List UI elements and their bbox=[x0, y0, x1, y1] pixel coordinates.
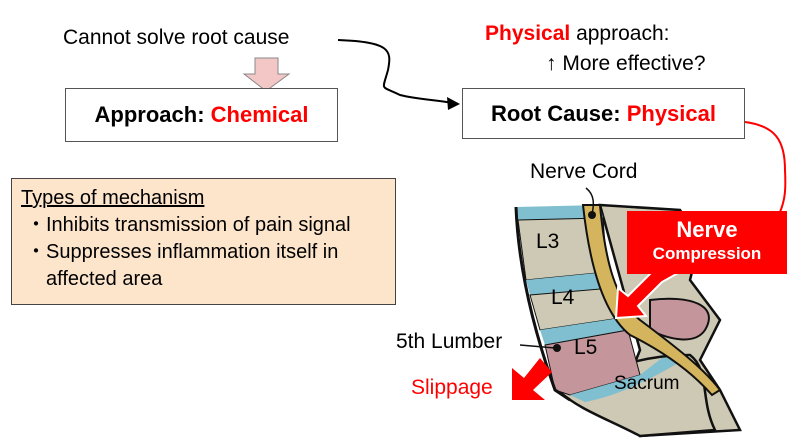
root-cause-label: Root Cause: bbox=[491, 100, 621, 126]
physical-highlight: Physical bbox=[485, 22, 571, 45]
disc-l5-s1 bbox=[570, 356, 690, 402]
fifth-lumbar-label: 5th Lumber bbox=[396, 330, 503, 353]
compression-arrow-icon bbox=[614, 271, 684, 320]
physical-approach-note: Physical approach: bbox=[485, 22, 669, 46]
approach-value: Chemical bbox=[210, 102, 309, 127]
mechanism-item-continuation: affected area bbox=[46, 268, 163, 290]
vertebra-label-l3: L3 bbox=[536, 230, 560, 253]
mechanism-item: ・Suppresses inflammation itself in bbox=[26, 241, 339, 263]
more-effective-note: ↑ More effective? bbox=[546, 52, 706, 75]
down-arrow-icon bbox=[242, 57, 291, 92]
mechanism-box: Types of mechanism ・Inhibits transmissio… bbox=[11, 178, 396, 305]
disc-l4-l5 bbox=[540, 318, 628, 345]
approach-label: Approach: bbox=[94, 102, 205, 127]
mechanism-title: Types of mechanism bbox=[21, 187, 205, 209]
lumbar-leader bbox=[519, 344, 556, 349]
slippage-label: Slippage bbox=[411, 376, 493, 399]
vertebra-label-l4: L4 bbox=[551, 286, 575, 309]
nerve-cord-label: Nerve Cord bbox=[530, 160, 638, 183]
root-cause-box: Root Cause: Physical bbox=[462, 88, 745, 139]
connector-arrow bbox=[337, 39, 459, 105]
physical-approach-rest: approach: bbox=[570, 22, 670, 45]
approach-box: Approach: Chemical bbox=[65, 88, 338, 142]
vertebra-label-l5: L5 bbox=[574, 336, 598, 359]
disc-l3-l4 bbox=[526, 272, 612, 295]
sacrum-label: Sacrum bbox=[614, 373, 680, 394]
nerve-cord-dot bbox=[588, 211, 596, 219]
cannot-solve-note: Cannot solve root cause bbox=[63, 26, 290, 49]
lumbar-dot bbox=[553, 344, 561, 352]
pink-process bbox=[649, 297, 710, 341]
column-outline bbox=[514, 206, 571, 402]
connector-arrowhead bbox=[447, 97, 460, 110]
red-connector bbox=[744, 121, 787, 213]
root-cause-value: Physical bbox=[626, 100, 716, 126]
nerve-compression-callout: Nerve Compression bbox=[627, 211, 787, 274]
slippage-arrow-icon bbox=[512, 358, 552, 400]
callout-line1: Nerve bbox=[676, 217, 738, 242]
mechanism-item: ・Inhibits transmission of pain signal bbox=[26, 214, 351, 236]
disc-top bbox=[516, 205, 603, 220]
callout-line2: Compression bbox=[652, 244, 762, 263]
